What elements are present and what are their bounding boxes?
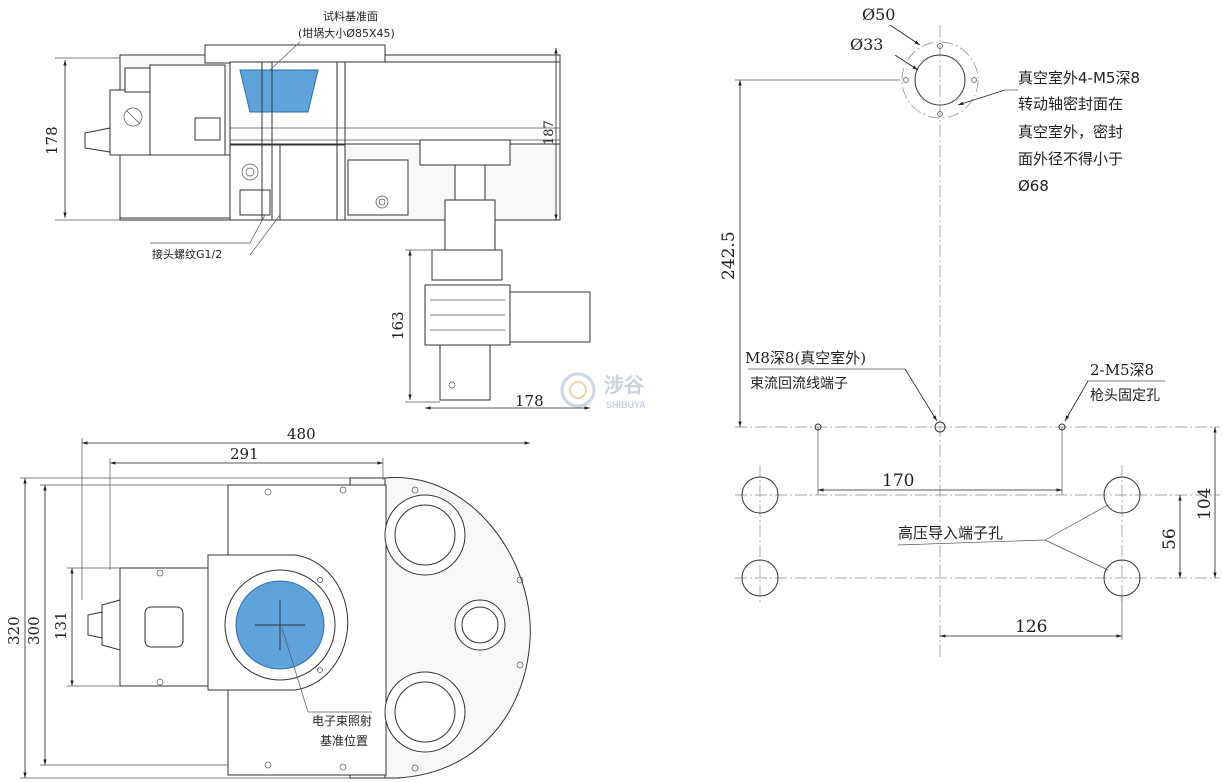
- dim-320: 320: [5, 616, 23, 645]
- label-m5-2: 枪头固定孔: [1090, 387, 1160, 404]
- label-hv: 高压导入端子孔: [898, 524, 1003, 542]
- logo-cn: 涉谷: [604, 374, 645, 397]
- crucible: [239, 69, 319, 113]
- dim-170: 170: [882, 471, 914, 491]
- dia-50: Ø50: [862, 5, 895, 24]
- label-beam-2: 基准位置: [320, 733, 368, 748]
- note-line-1: 真空室外4-M5深8: [1018, 69, 1140, 87]
- dim-300: 300: [25, 616, 43, 645]
- dim-126: 126: [1015, 617, 1047, 637]
- note-line-3: 真空室外，密封: [1018, 123, 1123, 141]
- label-sample-plane: 试料基准面: [323, 9, 378, 23]
- dim-131: 131: [52, 611, 70, 640]
- dim-178-bottom: 178: [515, 392, 544, 410]
- dim-480: 480: [287, 425, 316, 443]
- dim-242-5: 242.5: [719, 231, 739, 280]
- label-connector: 接头螺纹G1/2: [152, 247, 222, 261]
- note-line-5: Ø68: [1018, 177, 1049, 195]
- label-beam-1: 电子束照射: [312, 713, 372, 728]
- bolt-holes: [156, 486, 524, 772]
- watermark-logo: 涉谷 SHIBUYA: [560, 372, 646, 410]
- label-m8-2: 束流回流线端子: [750, 376, 848, 392]
- note-line-2: 转动轴密封面在: [1018, 95, 1123, 113]
- port-layout: Ø50 Ø33 真空室外4-M5深8 转动轴密封面在 真空室外，密封 面外径不得…: [719, 5, 1220, 660]
- label-m5-1: 2-M5深8: [1090, 361, 1154, 379]
- side-view: 178 187 163 178 试料基准面 (坩埚大小Ø85X45) 接头螺纹G…: [43, 9, 591, 410]
- dim-178-left: 178: [43, 126, 61, 155]
- logo-en: SHIBUYA: [606, 400, 646, 410]
- dim-163: 163: [389, 311, 407, 340]
- dim-56: 56: [1160, 528, 1180, 550]
- label-m8-1: M8深8(真空室外): [745, 349, 866, 367]
- label-crucible: (坩埚大小Ø85X45): [298, 26, 395, 40]
- dia-33: Ø33: [850, 35, 883, 54]
- top-view: 480 291 320 300 131 电子束照射 基准位置: [5, 425, 531, 779]
- dim-187: 187: [542, 120, 557, 145]
- dim-104: 104: [1195, 488, 1215, 520]
- dim-291: 291: [230, 445, 259, 463]
- note-line-4: 面外径不得小于: [1018, 150, 1123, 168]
